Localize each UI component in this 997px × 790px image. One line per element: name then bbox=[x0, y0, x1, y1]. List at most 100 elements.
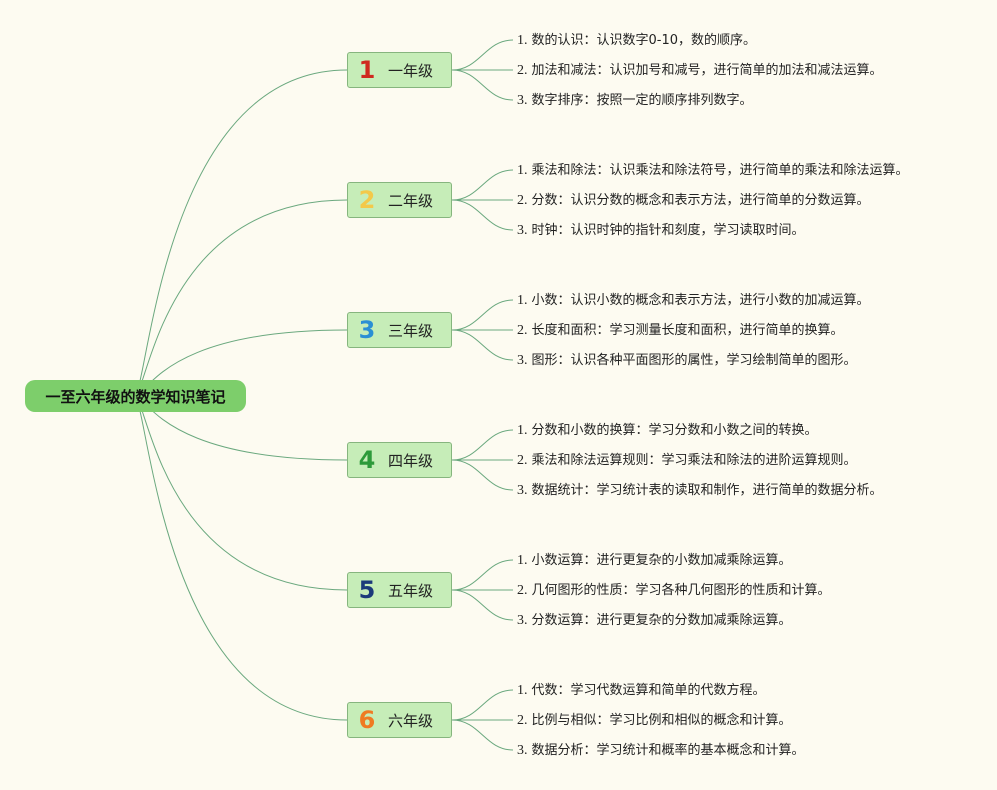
item-colon: ： bbox=[583, 483, 597, 498]
item-description: 认识各种平面图形的属性，学习绘制简单的图形。 bbox=[570, 353, 857, 368]
item-description: 认识数字0-10，数的顺序。 bbox=[596, 33, 757, 48]
grade-to-item-connector bbox=[451, 199, 514, 231]
item-description: 学习代数运算和简单的代数方程。 bbox=[570, 683, 766, 698]
grade-label: 六年级 bbox=[388, 711, 434, 730]
item-description: 学习测量长度和面积，进行简单的换算。 bbox=[609, 323, 844, 338]
knowledge-item[interactable]: 3.数字排序：按照一定的顺序排列数字。 bbox=[517, 90, 753, 110]
knowledge-item[interactable]: 2.比例与相似：学习比例和相似的概念和计算。 bbox=[517, 710, 792, 730]
grade-label: 四年级 bbox=[388, 451, 434, 470]
knowledge-item[interactable]: 1.数的认识：认识数字0-10，数的顺序。 bbox=[517, 30, 756, 50]
item-title: 几何图形的性质 bbox=[531, 583, 623, 598]
item-description: 进行更复杂的分数加减乘除运算。 bbox=[596, 613, 792, 628]
knowledge-item[interactable]: 1.小数运算：进行更复杂的小数加减乘除运算。 bbox=[517, 550, 792, 570]
knowledge-item[interactable]: 1.乘法和除法：认识乘法和除法符号，进行简单的乘法和除法运算。 bbox=[517, 160, 909, 180]
knowledge-item[interactable]: 2.几何图形的性质：学习各种几何图形的性质和计算。 bbox=[517, 580, 831, 600]
item-description: 进行更复杂的小数加减乘除运算。 bbox=[596, 553, 792, 568]
item-colon: ： bbox=[557, 353, 571, 368]
item-index: 1. bbox=[517, 683, 528, 698]
item-title: 代数 bbox=[531, 683, 558, 698]
item-description: 认识分数的概念和表示方法，进行简单的分数运算。 bbox=[570, 193, 870, 208]
item-index: 2. bbox=[517, 583, 528, 598]
item-description: 认识小数的概念和表示方法，进行小数的加减运算。 bbox=[570, 293, 870, 308]
root-to-grade-connector bbox=[135, 69, 348, 397]
grade-to-item-connector bbox=[451, 69, 514, 101]
knowledge-item[interactable]: 1.小数：认识小数的概念和表示方法，进行小数的加减运算。 bbox=[517, 290, 870, 310]
item-description: 学习比例和相似的概念和计算。 bbox=[609, 713, 792, 728]
item-index: 3. bbox=[517, 743, 528, 758]
item-title: 数据统计 bbox=[531, 483, 584, 498]
item-title: 数字排序 bbox=[531, 93, 584, 108]
grade-number-icon: 5 bbox=[358, 576, 376, 604]
grade-node-4[interactable]: 4 四年级 bbox=[347, 442, 452, 478]
grade-to-item-connector bbox=[451, 39, 514, 71]
grade-label: 一年级 bbox=[388, 61, 434, 80]
knowledge-item[interactable]: 2.乘法和除法运算规则：学习乘法和除法的进阶运算规则。 bbox=[517, 450, 857, 470]
knowledge-item[interactable]: 1.分数和小数的换算：学习分数和小数之间的转换。 bbox=[517, 420, 818, 440]
mindmap-root-node[interactable]: 一至六年级的数学知识笔记 bbox=[25, 380, 246, 412]
grade-to-item-connector bbox=[451, 329, 514, 361]
knowledge-item[interactable]: 3.分数运算：进行更复杂的分数加减乘除运算。 bbox=[517, 610, 792, 630]
item-title: 时钟 bbox=[531, 223, 558, 238]
item-description: 认识乘法和除法符号，进行简单的乘法和除法运算。 bbox=[609, 163, 909, 178]
item-title: 乘法和除法 bbox=[531, 163, 597, 178]
item-colon: ： bbox=[583, 743, 597, 758]
item-index: 2. bbox=[517, 713, 528, 728]
grade-to-item-connector bbox=[451, 589, 514, 621]
root-label: 一至六年级的数学知识笔记 bbox=[45, 387, 226, 406]
grade-to-item-connector bbox=[451, 689, 514, 721]
grade-to-item-connector bbox=[451, 169, 514, 201]
knowledge-item[interactable]: 3.时钟：认识时钟的指针和刻度，学习读取时间。 bbox=[517, 220, 805, 240]
knowledge-item[interactable]: 2.长度和面积：学习测量长度和面积，进行简单的换算。 bbox=[517, 320, 844, 340]
item-index: 1. bbox=[517, 293, 528, 308]
item-description: 学习分数和小数之间的转换。 bbox=[648, 423, 818, 438]
item-index: 2. bbox=[517, 323, 528, 338]
grade-label: 二年级 bbox=[388, 191, 434, 210]
knowledge-item[interactable]: 1.代数：学习代数运算和简单的代数方程。 bbox=[517, 680, 766, 700]
item-title: 小数运算 bbox=[531, 553, 584, 568]
item-description: 学习统计和概率的基本概念和计算。 bbox=[596, 743, 805, 758]
item-colon: ： bbox=[622, 583, 636, 598]
grade-node-5[interactable]: 5 五年级 bbox=[347, 572, 452, 608]
knowledge-item[interactable]: 2.分数：认识分数的概念和表示方法，进行简单的分数运算。 bbox=[517, 190, 870, 210]
item-title: 图形 bbox=[531, 353, 558, 368]
item-title: 分数运算 bbox=[531, 613, 584, 628]
grade-number-icon: 6 bbox=[358, 706, 376, 734]
grade-to-item-connector bbox=[451, 299, 514, 331]
grade-node-6[interactable]: 6 六年级 bbox=[347, 702, 452, 738]
item-colon: ： bbox=[583, 613, 597, 628]
item-index: 1. bbox=[517, 423, 528, 438]
item-description: 学习乘法和除法的进阶运算规则。 bbox=[661, 453, 857, 468]
grade-label: 三年级 bbox=[388, 321, 434, 340]
item-colon: ： bbox=[596, 63, 610, 78]
item-colon: ： bbox=[596, 163, 610, 178]
item-index: 3. bbox=[517, 483, 528, 498]
knowledge-item[interactable]: 3.数据分析：学习统计和概率的基本概念和计算。 bbox=[517, 740, 805, 760]
knowledge-item[interactable]: 2.加法和减法：认识加号和减号，进行简单的加法和减法运算。 bbox=[517, 60, 883, 80]
grade-to-item-connector bbox=[451, 429, 514, 461]
item-title: 比例与相似 bbox=[531, 713, 597, 728]
item-description: 认识加号和减号，进行简单的加法和减法运算。 bbox=[609, 63, 883, 78]
item-title: 乘法和除法运算规则 bbox=[531, 453, 649, 468]
grade-number-icon: 2 bbox=[358, 186, 376, 214]
grade-to-item-connector bbox=[451, 459, 514, 491]
grade-node-2[interactable]: 2 二年级 bbox=[347, 182, 452, 218]
grade-label: 五年级 bbox=[388, 581, 434, 600]
item-title: 分数 bbox=[531, 193, 558, 208]
item-colon: ： bbox=[596, 713, 610, 728]
knowledge-item[interactable]: 3.图形：认识各种平面图形的属性，学习绘制简单的图形。 bbox=[517, 350, 857, 370]
item-title: 数据分析 bbox=[531, 743, 584, 758]
item-title: 分数和小数的换算 bbox=[531, 423, 636, 438]
item-colon: ： bbox=[557, 683, 571, 698]
item-colon: ： bbox=[557, 223, 571, 238]
item-colon: ： bbox=[557, 193, 571, 208]
knowledge-item[interactable]: 3.数据统计：学习统计表的读取和制作，进行简单的数据分析。 bbox=[517, 480, 883, 500]
root-to-grade-connector bbox=[135, 395, 348, 591]
item-title: 长度和面积 bbox=[531, 323, 597, 338]
item-index: 1. bbox=[517, 33, 528, 48]
grade-to-item-connector bbox=[451, 719, 514, 751]
grade-number-icon: 4 bbox=[358, 446, 376, 474]
grade-node-1[interactable]: 1 一年级 bbox=[347, 52, 452, 88]
grade-number-icon: 1 bbox=[358, 56, 376, 84]
item-index: 3. bbox=[517, 613, 528, 628]
